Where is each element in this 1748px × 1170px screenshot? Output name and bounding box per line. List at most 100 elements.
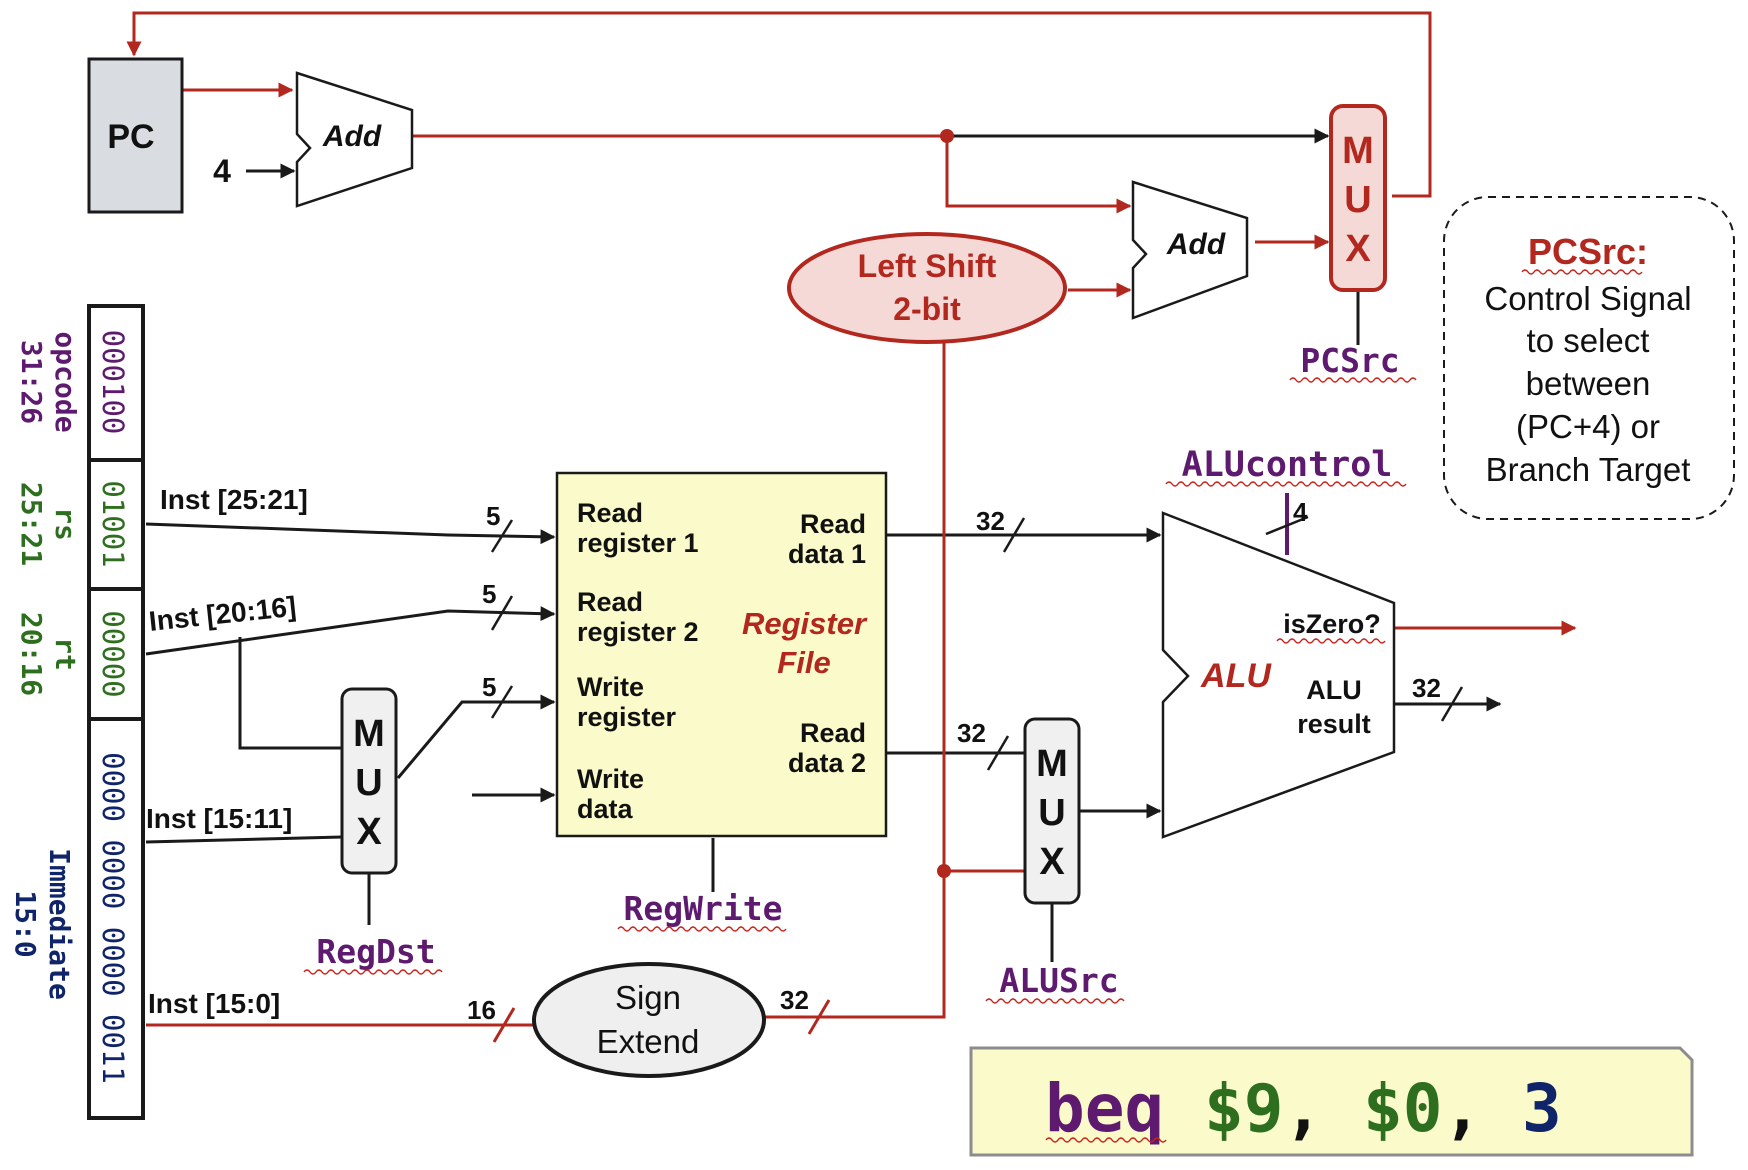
register-file: Read register 1 Read register 2 Write re… [555,471,888,838]
assembly-banner-box [969,1046,1694,1157]
opcode-bits-value: 000100 [96,330,130,435]
rs-bits-value: 01001 [96,480,130,567]
rr1-width-tick [490,519,514,553]
sign-extend: Sign Extend [532,962,766,1078]
alusrc-mux-letter-u: U [1038,792,1065,834]
pcsrc-signal-label: PCSrc [1300,341,1399,380]
pc-box [87,57,184,214]
alusrc-signal-label: ALUSrc [999,961,1118,1000]
pcsrc-note-box [1443,196,1735,520]
alusrc-mux-box [1023,717,1081,905]
wr-width-tick [490,685,514,719]
register-file-box [555,471,888,838]
opcode-field-name: opcode [49,331,82,432]
rr1-width-label: 5 [486,501,500,531]
register-file-title-line2: File [777,645,830,680]
regdst-mux: M U X [340,687,398,875]
rt-field-bits: 20:16 [15,612,48,696]
asm-op: beq [1045,1070,1164,1147]
asm-rs: $9 [1204,1070,1283,1147]
pc-adder: Add [295,71,414,208]
rt-to-regdst-wire [238,637,342,750]
rr2-width-tick [490,595,514,631]
write-register-line1: Write [577,672,644,702]
write-data-line2: data [577,794,634,824]
pcsrc-note-line1: Control Signal [1484,280,1691,317]
opcode-field-bits: 31:26 [15,340,48,424]
pcsrc-spell-underline [1289,377,1417,383]
read-data-1-line1: Read [800,509,866,539]
asm-rt: $0 [1363,1070,1442,1147]
wires [126,11,1577,1043]
sext-width-label: 32 [780,985,809,1015]
left-shift-line1: Left Shift [858,248,997,284]
regwrite-signal-label: RegWrite [624,889,783,928]
sext-width-tick [807,999,831,1035]
pc-label: PC [107,118,154,156]
asm-comma-2: , [1442,1070,1482,1147]
immediate-field-bits: 15:0 [9,890,42,957]
regdst-mux-letter-m: M [353,713,385,755]
pcsrc-note: PCSrc: Control Signal to select between … [1443,196,1735,520]
alu-result-line2: result [1297,709,1371,739]
sign-extend-junction [937,864,951,878]
read-register-1-line1: Read [577,498,643,528]
pcsrc-note-line5: Branch Target [1486,451,1691,488]
write-register-line2: register [577,702,677,732]
pc-mux: M U X [1329,104,1387,292]
alusrc-mux-letter-x: X [1039,841,1065,883]
rd2-width-label: 32 [957,718,986,748]
read-data-2-line2: data 2 [788,748,866,778]
alu-result-width-tick [1440,686,1464,722]
regdst-spell-underline [303,969,443,975]
regdst-mux-letter-u: U [355,762,382,804]
asm-op-spell-underline [1045,1137,1167,1143]
write-data-line1: Write [577,764,644,794]
branch-adder-shape [1131,180,1249,320]
alu-result-line1: ALU [1306,675,1362,705]
alu-label: ALU [1200,657,1272,695]
rd1-width-tick [1002,517,1026,553]
instruction-box [87,304,145,1120]
sign-extend-line1: Sign [615,979,681,1016]
regdst-mux-box [340,687,398,875]
rs-wire [145,522,556,545]
is-zero-spell-underline [1276,638,1386,644]
alu: ALU isZero? ALU result [1161,511,1396,839]
write-register-wire [396,694,556,779]
rs-field-name: rs [49,507,82,541]
read-register-2-line2: register 2 [577,617,699,647]
left-shift-ellipse [787,232,1067,344]
left-shift-line2: 2-bit [893,291,961,327]
alu-control-signal-label: ALUcontrol [1182,445,1393,485]
read-data-1-line2: data 1 [788,539,866,569]
pc-mux-letter-m: M [1342,130,1374,172]
pc-plus-four-junction [940,129,954,143]
regdst-mux-letter-x: X [356,811,382,853]
branch-adder: Add [1131,180,1249,320]
read-data-2-line1: Read [800,718,866,748]
alusrc-mux-letter-m: M [1036,743,1068,785]
inst-20-16-label: Inst [20:16] [147,591,297,637]
alusrc-spell-underline [985,998,1125,1004]
branch-adder-label: Add [1166,228,1226,261]
pc-adder-shape [295,71,414,208]
rd-wire [145,835,343,844]
register-file-title-line1: Register [742,606,868,641]
read-register-2-line1: Read [577,587,643,617]
pc-plus-four-to-branch-adder-wire [945,136,1132,214]
constant-four: 4 [213,153,231,189]
is-zero-label: isZero? [1283,609,1381,639]
inst-15-11-label: Inst [15:11] [146,803,292,834]
pcsrc-note-line3: between [1526,365,1651,402]
alusrc-mux: M U X [1023,717,1081,905]
imm-width-label: 16 [467,995,496,1025]
rd2-width-tick [986,735,1010,771]
pc-adder-label: Add [322,120,382,153]
inst-15-0-label: Inst [15:0] [148,988,280,1019]
assembly-banner: beq $9, $0, 3 [969,1046,1694,1157]
alu-control-spell-underline [1165,481,1407,487]
rt-wire [145,606,556,656]
alu-control-width-tick [1265,515,1309,536]
sign-extend-line2: Extend [597,1023,700,1060]
